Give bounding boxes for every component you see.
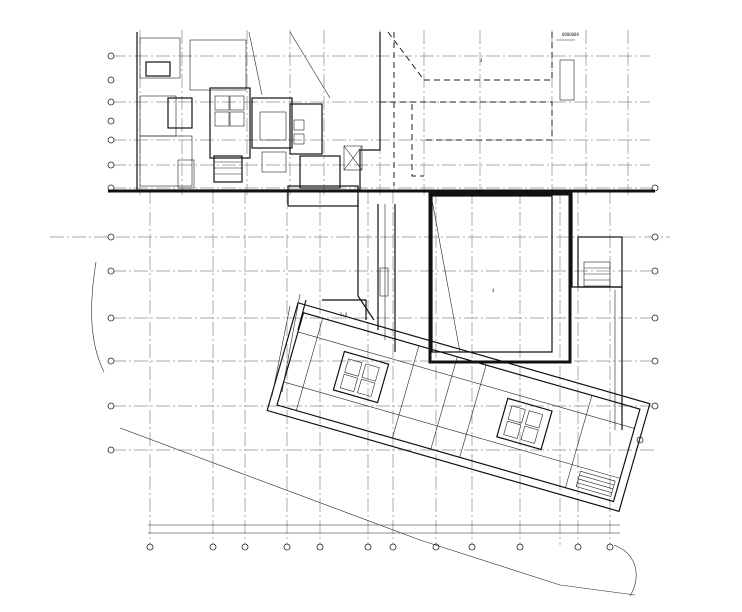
upper-existing-building <box>136 31 381 207</box>
wing-entrance <box>271 293 367 397</box>
room-labels: 4 2-4 4 0000000 <box>340 32 579 317</box>
main-building <box>108 189 655 430</box>
room-label-lobby: 2-4 <box>340 312 348 317</box>
room-label-upper-right: 4 <box>480 58 483 63</box>
upper-right-context <box>380 31 575 186</box>
sheet-tag: 0000000 <box>562 32 579 37</box>
axis-bubbles <box>107 52 659 551</box>
room-label-main-hall: 4 <box>492 288 495 293</box>
rotated-wing <box>266 302 651 513</box>
site-boundary <box>91 261 637 597</box>
